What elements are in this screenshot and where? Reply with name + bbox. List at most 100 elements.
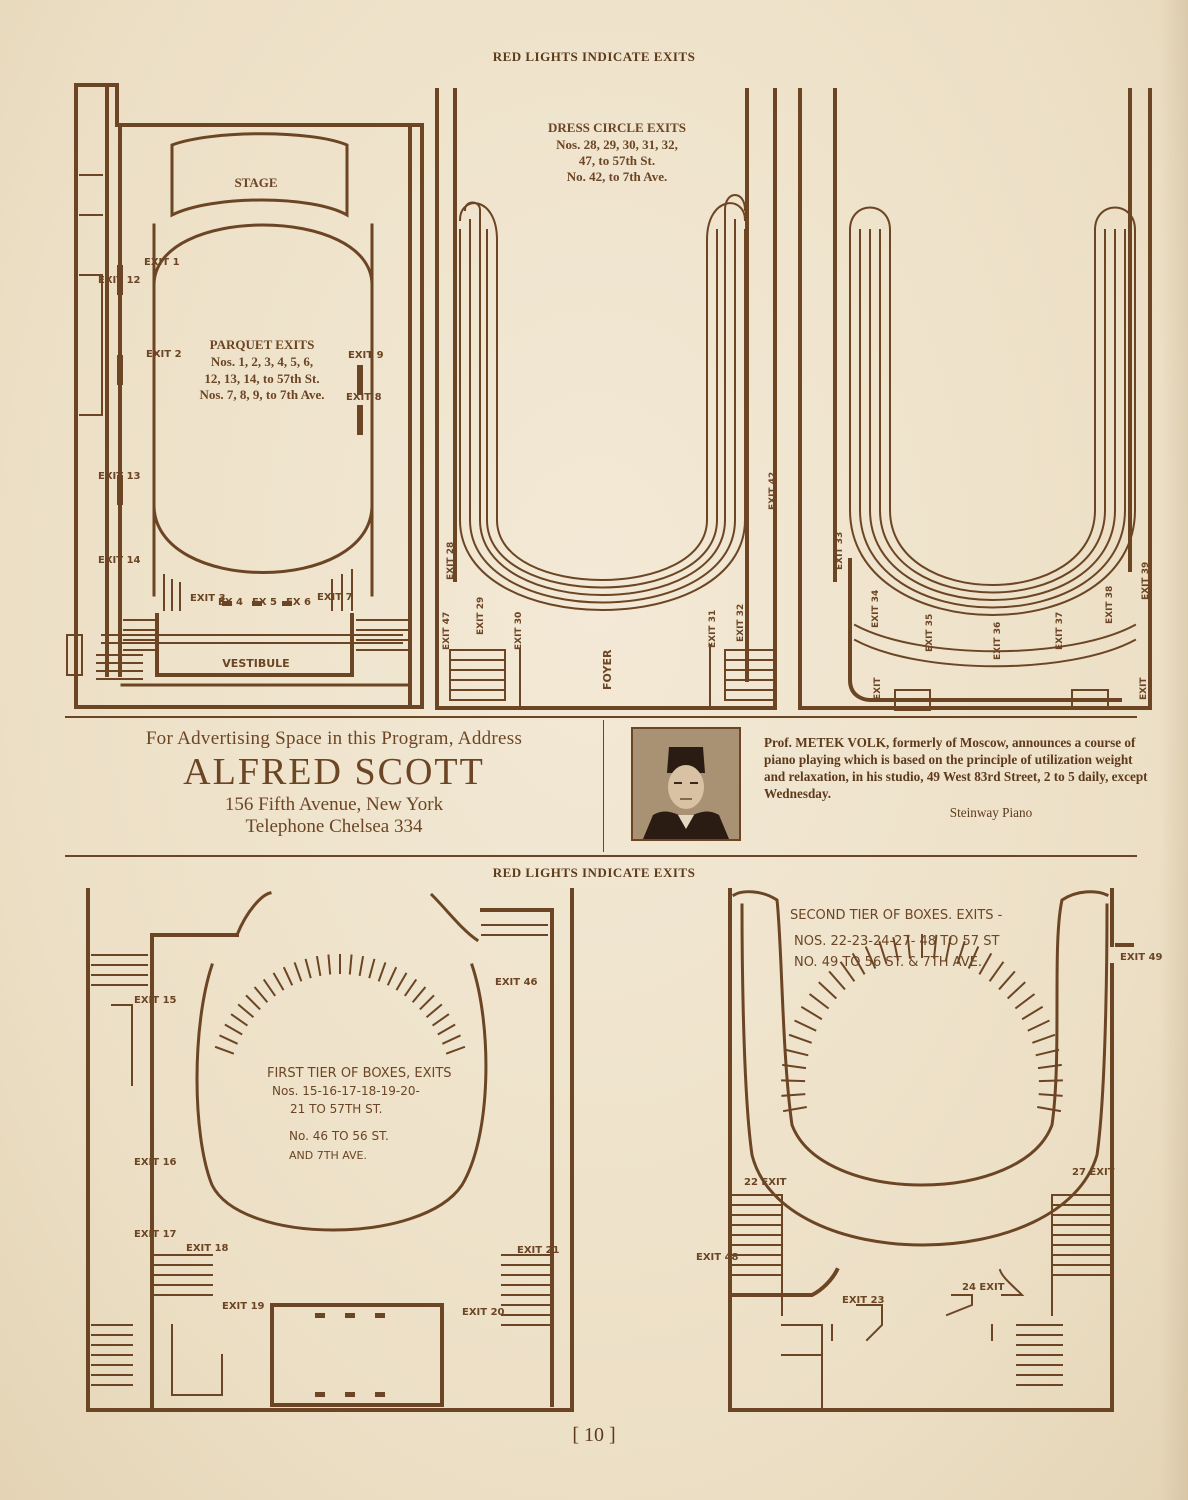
exit-13: EXIT 13 <box>98 471 141 482</box>
box-partition <box>437 1023 456 1036</box>
exit-7: EXIT 7 <box>317 592 353 603</box>
second-tier-line-3: NO. 49 TO 56 ST. & 7TH AVE. <box>794 955 982 970</box>
box-partition <box>1038 1079 1063 1083</box>
box-partition <box>1032 1033 1056 1044</box>
box-partition <box>1021 1005 1044 1021</box>
exit-15: EXIT 15 <box>134 995 177 1006</box>
box-partition <box>245 994 261 1011</box>
exit-46: EXIT 46 <box>495 977 538 988</box>
top-header: RED LIGHTS INDICATE EXITS <box>492 49 696 64</box>
exit-42: EXIT 42 <box>768 472 778 510</box>
box-partition <box>253 986 269 1003</box>
exit-3: EXIT 3 <box>190 593 226 604</box>
middle-header: RED LIGHTS INDICATE EXITS <box>492 865 696 880</box>
box-partition <box>782 1106 807 1113</box>
balcony-plan: EXIT 33 EXIT 34 EXIT 35 EXIT 36 EXIT 37 … <box>798 88 1152 711</box>
exit-49: EXIT 49 <box>1120 952 1163 963</box>
box-partition <box>818 981 838 1000</box>
parquet-line-1: Nos. 1, 2, 3, 4, 5, 6, <box>211 354 313 369</box>
box-partition <box>377 962 387 982</box>
exit-18: EXIT 18 <box>186 1243 229 1254</box>
advert-line-1: For Advertising Space in this Program, A… <box>145 728 523 749</box>
box-partition <box>781 1079 806 1083</box>
exit-9: EXIT 9 <box>348 350 384 361</box>
exit-16: EXIT 16 <box>134 1157 177 1168</box>
piano-notice-signature: Steinway Piano <box>949 805 1033 820</box>
exit-37: EXIT 37 <box>1055 612 1065 650</box>
dress-circle-line-3: No. 42, to 7th Ave. <box>567 169 668 184</box>
box-partition <box>358 955 365 977</box>
exit-27: 27 EXIT <box>1072 1167 1115 1178</box>
box-partition <box>788 1033 812 1044</box>
first-tier-plan: FIRST TIER OF BOXES, EXITS Nos. 15-16-17… <box>86 888 574 1412</box>
box-partition <box>304 958 312 979</box>
box-partition <box>808 993 830 1010</box>
box-partition <box>839 961 856 982</box>
exit-38: EXIT 38 <box>1105 586 1115 624</box>
piano-lessons-notice: Prof. METEK VOLK, formerly of Moscow, an… <box>764 734 1148 821</box>
foyer-label: FOYER <box>601 649 614 690</box>
exit-29: EXIT 29 <box>476 597 486 635</box>
box-partition <box>978 952 993 975</box>
box-partition <box>272 972 285 991</box>
ad-divider <box>603 720 604 852</box>
exit-35: EXIT 35 <box>925 614 935 652</box>
exit-32: EXIT 32 <box>736 604 746 642</box>
box-partition <box>224 1023 243 1036</box>
first-tier-line-2: Nos. 15-16-17-18-19-20- <box>272 1084 420 1098</box>
vestibule-label: VESTIBULE <box>222 657 289 670</box>
ad-rule-bottom <box>65 855 1137 857</box>
parquet-heading: PARQUET EXITS <box>210 337 315 352</box>
exit-lower-right: EXIT <box>1139 677 1149 700</box>
box-partition <box>368 958 376 979</box>
box-partition <box>237 1003 255 1019</box>
box-partition <box>441 1034 461 1045</box>
exit-1: EXIT 1 <box>144 257 180 268</box>
second-tier-plan: SECOND TIER OF BOXES. EXITS - NOS. 22-23… <box>696 888 1163 1412</box>
exit-21: EXIT 21 <box>517 1245 560 1256</box>
portrait-photo <box>631 727 741 841</box>
dress-circle-line-1: Nos. 28, 29, 30, 31, 32, <box>556 137 678 152</box>
box-partition <box>944 937 952 961</box>
box-partition <box>851 952 866 975</box>
box-partition <box>1035 1048 1060 1057</box>
box-partition <box>864 946 877 969</box>
box-partition <box>998 970 1016 991</box>
stage-label: STAGE <box>234 175 277 190</box>
exit-2: EXIT 2 <box>146 349 182 360</box>
box-partition <box>395 972 408 991</box>
exit-34: EXIT 34 <box>871 590 881 628</box>
piano-notice-text: Prof. METEK VOLK, formerly of Moscow, an… <box>764 735 1148 801</box>
exit-lower-left: EXIT <box>873 677 883 700</box>
box-partition <box>782 1063 807 1070</box>
box-partition <box>411 986 427 1003</box>
box-partition <box>1038 1093 1063 1097</box>
box-partition <box>282 966 294 986</box>
advert-address: 156 Fifth Avenue, New York <box>224 794 444 815</box>
exit-8: EXIT 8 <box>346 392 382 403</box>
box-partition <box>1006 981 1026 1000</box>
exit-39: EXIT 39 <box>1141 562 1151 600</box>
box-partition <box>425 1003 443 1019</box>
exit-5: EX 5 <box>252 597 277 608</box>
box-partition <box>315 955 322 977</box>
box-partition <box>1037 1063 1062 1070</box>
exit-47: EXIT 47 <box>442 612 452 650</box>
box-partition <box>781 1093 806 1097</box>
dress-circle-plan: DRESS CIRCLE EXITS Nos. 28, 29, 30, 31, … <box>435 88 778 710</box>
exit-24: 24 EXIT <box>962 1282 1005 1293</box>
exit-14: EXIT 14 <box>98 555 141 566</box>
box-partition <box>1014 993 1036 1010</box>
exit-31: EXIT 31 <box>708 610 718 648</box>
box-partition <box>1027 1019 1050 1032</box>
box-partition <box>419 994 435 1011</box>
first-tier-line-4: No. 46 TO 56 ST. <box>289 1129 389 1143</box>
exit-28: EXIT 28 <box>446 542 456 580</box>
advert-name: ALFRED SCOTT <box>183 751 485 793</box>
exit-36: EXIT 36 <box>993 622 1003 660</box>
parquet-line-3: Nos. 7, 8, 9, to 7th Ave. <box>199 387 324 402</box>
box-partition <box>892 937 900 961</box>
exit-4: EX 4 <box>218 597 243 608</box>
box-partition <box>988 961 1005 982</box>
box-partition <box>348 954 353 975</box>
